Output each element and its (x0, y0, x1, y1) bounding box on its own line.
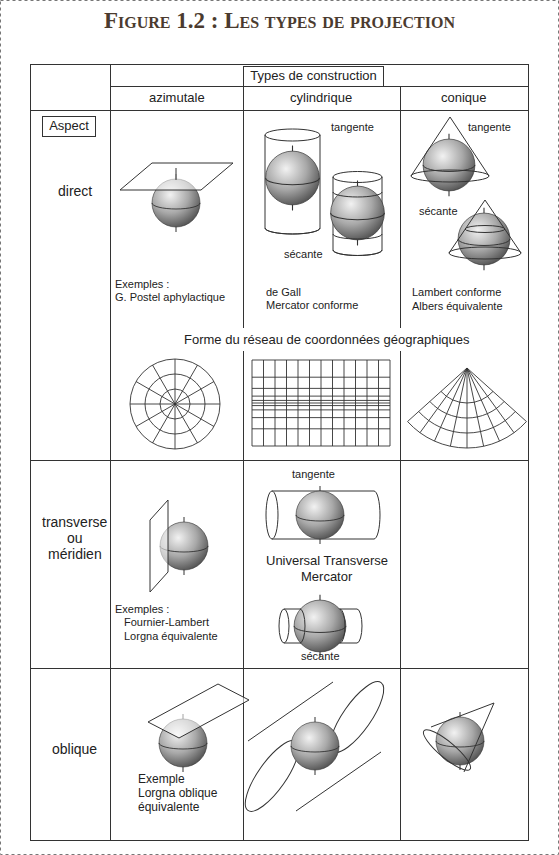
column-header: azimutale (149, 90, 205, 105)
row-header: transverse (42, 514, 107, 530)
figure-title: Figure 1.2 : Les types de projection (0, 8, 559, 34)
box-label: Aspect (43, 117, 95, 134)
construction-note: tangente (468, 121, 511, 134)
example-label: G. Postel aphylactique (115, 291, 225, 304)
construction-note: sécante (284, 248, 323, 261)
column-header: cylindrique (290, 90, 352, 105)
example-label: équivalente (138, 800, 199, 814)
example-label: Fournier-Lambert (124, 616, 209, 629)
construction-note: sécante (419, 205, 458, 218)
example-label: de Gall (266, 286, 301, 299)
row-header: méridien (48, 546, 102, 562)
example-label: Exemples : (115, 603, 169, 616)
column-header: conique (441, 90, 487, 105)
example-label: Exemples : (115, 278, 169, 291)
section-heading: Forme du réseau de coordonnées géographi… (184, 332, 469, 347)
header-box: Types de construction (243, 66, 384, 87)
construction-note: tangente (292, 468, 335, 481)
example-label: Lorgna équivalente (124, 630, 218, 643)
aspect-box: Aspect (42, 116, 96, 137)
row-header: ou (67, 530, 83, 546)
example-label: Exemple (138, 772, 185, 786)
example-label: Albers équivalente (412, 300, 503, 313)
construction-note: sécante (301, 650, 340, 663)
box-label: Types de construction (244, 67, 383, 84)
row-header: direct (58, 183, 92, 199)
example-label: Lorgna oblique (138, 786, 217, 800)
example-label: Universal Transverse (266, 553, 388, 568)
example-label: Mercator (301, 569, 352, 584)
row-header: oblique (52, 741, 97, 757)
construction-note: tangente (331, 121, 374, 134)
example-label: Mercator conforme (266, 299, 358, 312)
example-label: Lambert conforme (412, 286, 501, 299)
